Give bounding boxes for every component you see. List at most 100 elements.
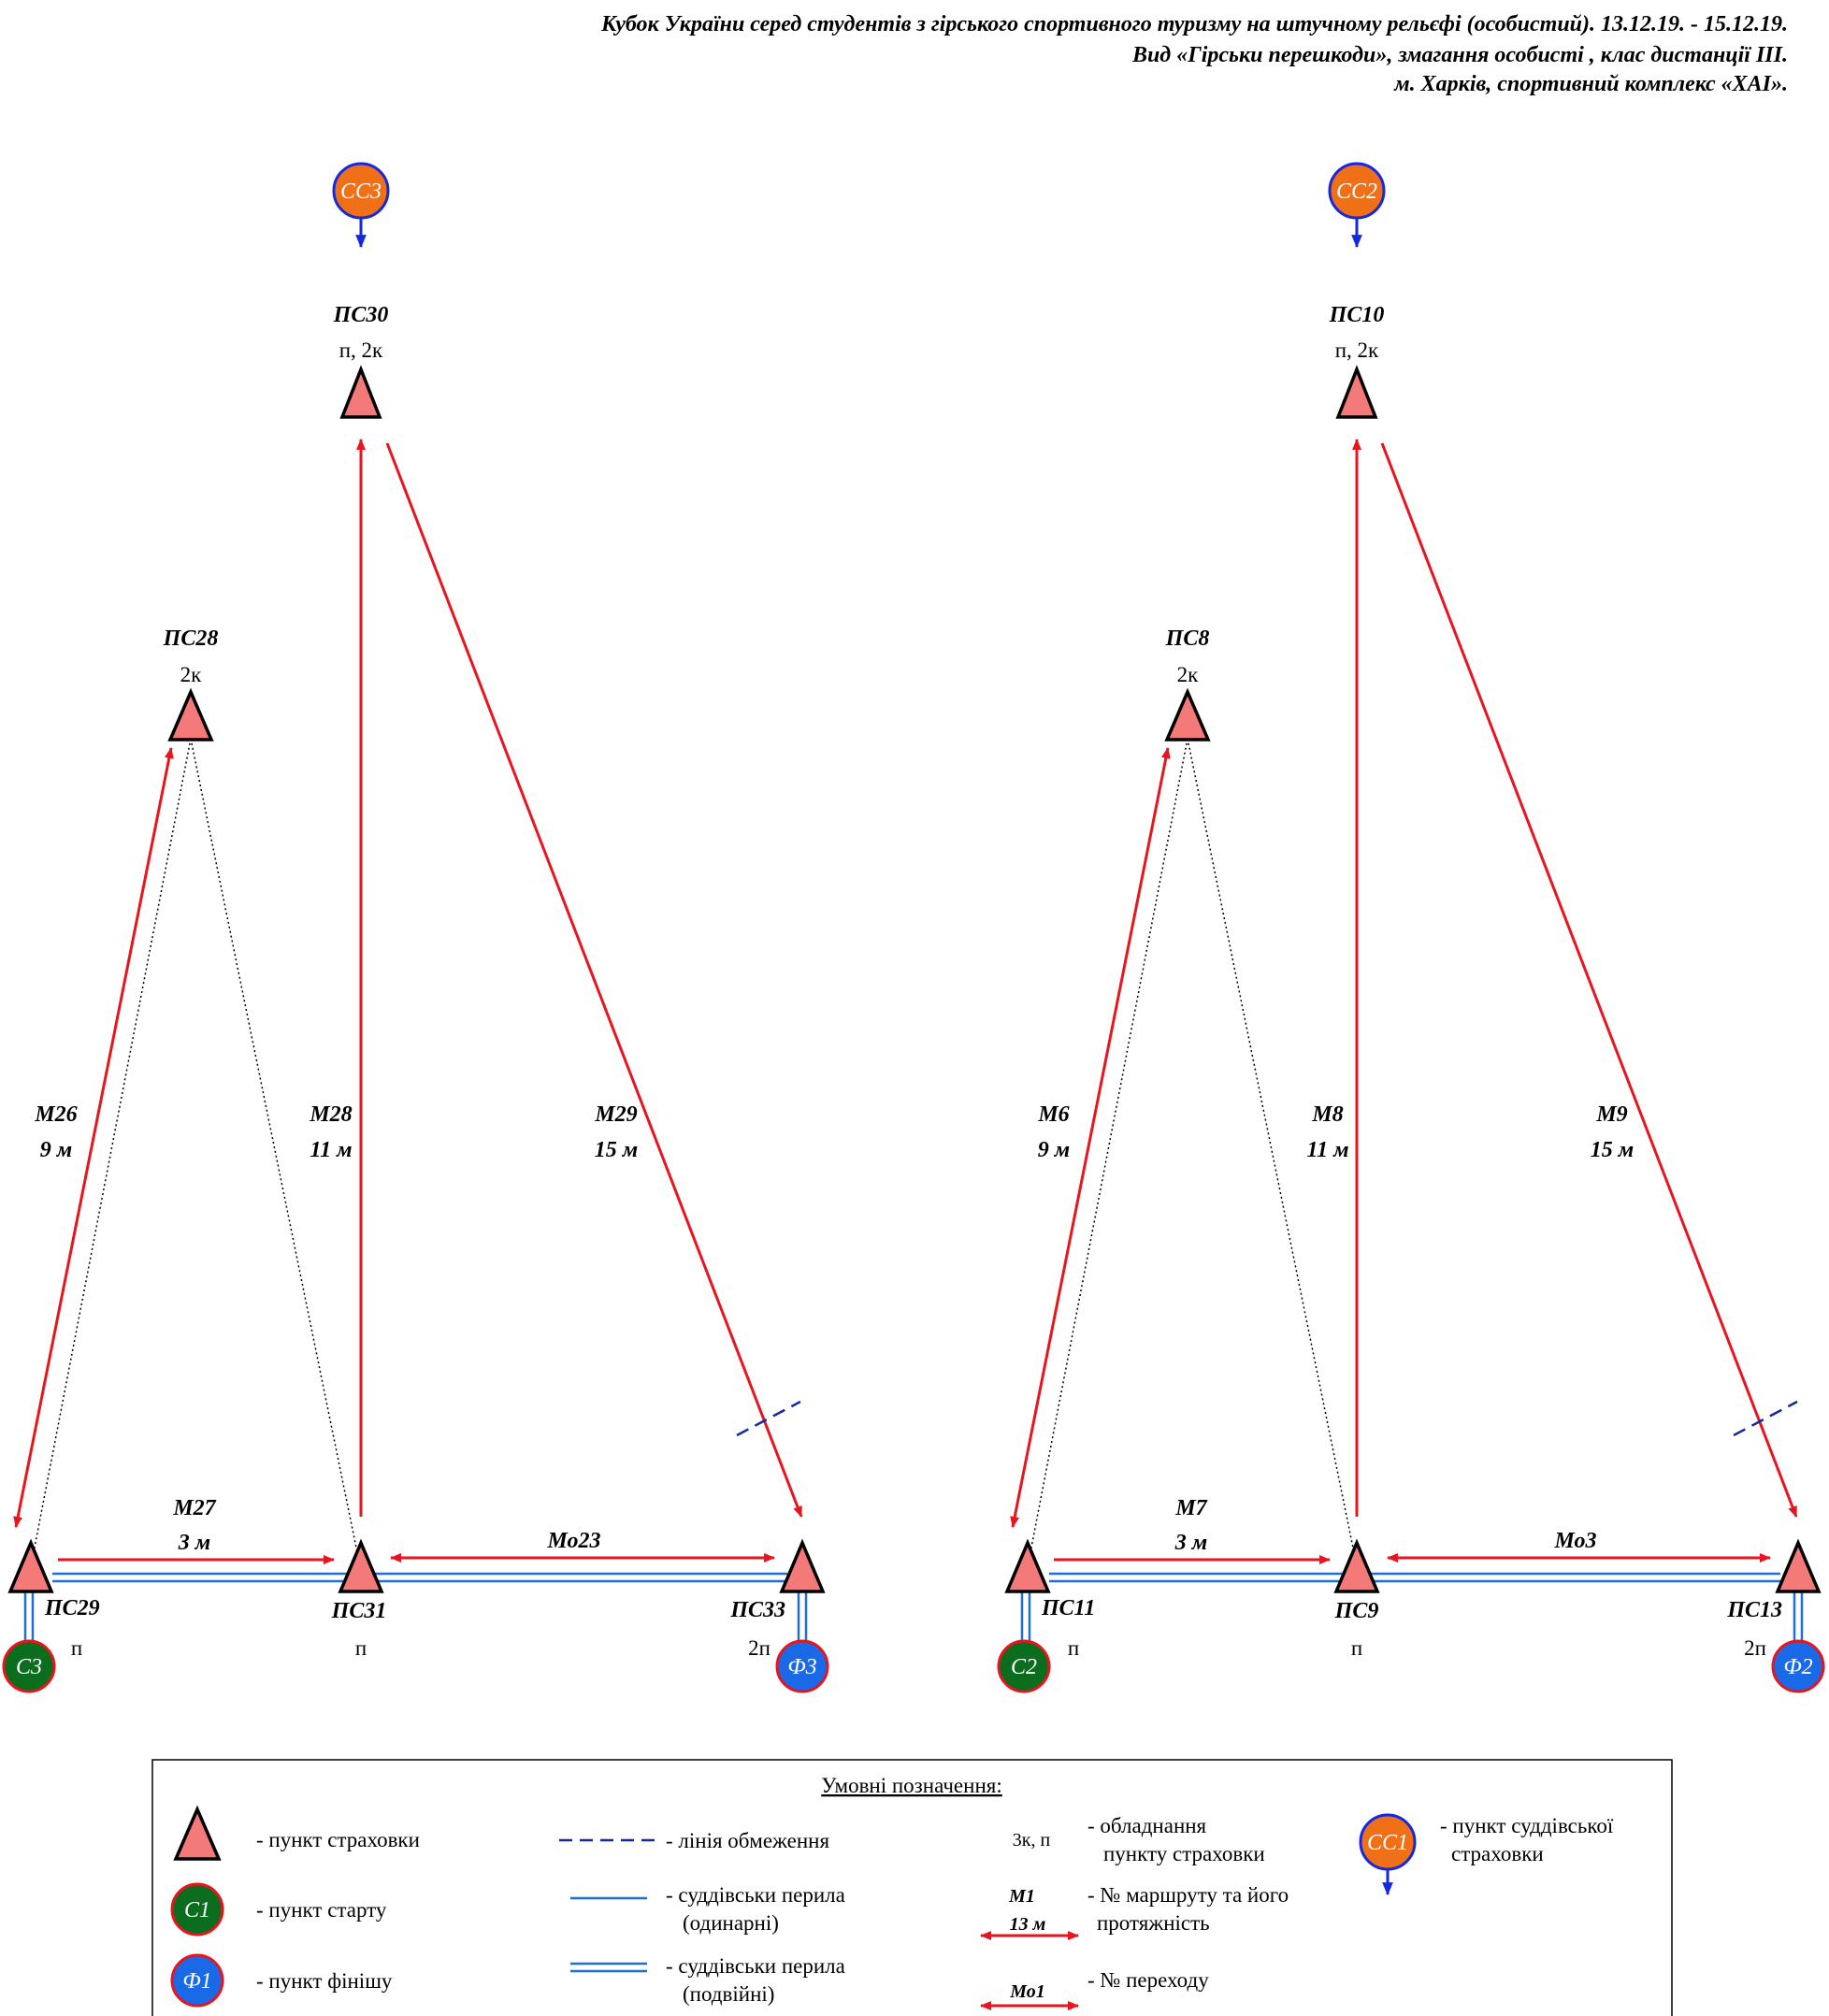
legend-judge-icon xyxy=(1359,1813,1417,1871)
header-line-1: Кубок України серед студентів з гірськог… xyxy=(600,12,1788,36)
double-rail xyxy=(23,1572,808,1644)
legend-start-text: - пункт старту xyxy=(256,1898,387,1922)
legend-route-text-2: протяжність xyxy=(1097,1911,1210,1935)
route-transfer-name: Мо23 xyxy=(547,1529,601,1553)
legend-equip-text-2: пункту страховки xyxy=(1103,1842,1265,1865)
route-vertical-name: М28 xyxy=(309,1102,352,1127)
judge-label: СС2 xyxy=(1336,180,1377,204)
header-line-2: Вид «Гірськи перешкоди», змагання особис… xyxy=(1131,43,1788,67)
finish-label: Ф2 xyxy=(1783,1655,1812,1679)
legend-finish-text: - пункт фінішу xyxy=(256,1969,393,1993)
belay-point-mid xyxy=(167,687,214,742)
start-label: С3 xyxy=(16,1655,42,1679)
legend-title: Умовні позначення: xyxy=(821,1774,1001,1797)
legend-start-icon-label: С1 xyxy=(184,1898,210,1922)
legend-start-icon xyxy=(170,1882,224,1937)
route-up-left-name: М6 xyxy=(1037,1102,1069,1127)
belay-point-right xyxy=(1775,1538,1822,1593)
belay-point-center xyxy=(338,1538,384,1593)
belay-point-left xyxy=(1004,1538,1051,1593)
belay-point-center xyxy=(1333,1538,1380,1593)
top-point-name: ПС30 xyxy=(333,303,389,327)
limit-line xyxy=(1733,1400,1798,1437)
mid-point-equip: 2к xyxy=(180,663,203,686)
mid-point-name: ПС28 xyxy=(163,626,219,651)
route-vertical-length: 11 м xyxy=(1306,1138,1348,1162)
right-point-name: ПС33 xyxy=(729,1598,785,1622)
route-up-left xyxy=(1010,747,1171,1528)
guide-line xyxy=(190,738,359,1558)
route-up-left xyxy=(13,747,174,1528)
route-transfer-name: Мо3 xyxy=(1554,1529,1597,1553)
start-point: С2 xyxy=(997,1639,1051,1693)
legend-equip-text-1: - обладнання xyxy=(1087,1814,1207,1837)
route-bottom-length: 3 м xyxy=(178,1531,210,1555)
double-rail xyxy=(1020,1572,1804,1644)
right-point-equip: 2п xyxy=(748,1636,770,1660)
belay-point-top xyxy=(1335,365,1378,419)
right-point-equip: 2п xyxy=(1744,1636,1766,1660)
route-diagonal xyxy=(1380,442,1798,1518)
header: Кубок України серед студентів з гірськог… xyxy=(600,12,1788,96)
legend-transfer-text: - № переходу xyxy=(1087,1968,1209,1992)
route-bottom-name: М7 xyxy=(1174,1496,1207,1520)
legend-finish-icon xyxy=(170,1953,224,2008)
route-up-left-length: 9 м xyxy=(1038,1138,1070,1162)
finish-point: Ф2 xyxy=(1771,1639,1825,1693)
legend-judge-icon-label: СС1 xyxy=(1367,1831,1408,1855)
left-point-equip: п xyxy=(71,1636,82,1660)
left-point-equip: п xyxy=(1068,1636,1079,1660)
center-point-name: ПС31 xyxy=(331,1599,387,1623)
legend-single-rail-text-2: (одинарні) xyxy=(683,1911,779,1935)
route-up-left-name: М26 xyxy=(34,1102,77,1127)
legend-finish-icon-label: Ф1 xyxy=(182,1969,211,1994)
top-point-name: ПС10 xyxy=(1329,303,1385,327)
route-diagonal-name: М29 xyxy=(594,1102,637,1127)
route-diagonal xyxy=(385,442,803,1518)
right-point-name: ПС13 xyxy=(1726,1598,1782,1622)
route-up-left-length: 9 м xyxy=(40,1138,72,1162)
route-diagonal-length: 15 м xyxy=(1591,1138,1634,1162)
mid-point-name: ПС8 xyxy=(1165,626,1210,651)
belay-point-top xyxy=(339,365,382,419)
center-point-equip: п xyxy=(1351,1636,1362,1660)
legend-route-sample-length: 13 м xyxy=(1010,1914,1046,1935)
route-diagonal-length: 15 м xyxy=(595,1138,638,1162)
belay-point-left xyxy=(7,1538,54,1593)
finish-point: Ф3 xyxy=(775,1639,829,1693)
legend-double-rail-text-1: - суддівськи перила xyxy=(666,1954,845,1978)
center-point-equip: п xyxy=(355,1636,367,1660)
center-point-name: ПС9 xyxy=(1334,1599,1379,1623)
header-line-3: м. Харків, спортивний комплекс «ХАІ». xyxy=(1393,72,1788,96)
judge-label: СС3 xyxy=(340,180,382,204)
start-label: С2 xyxy=(1011,1655,1037,1679)
legend-equip-sample: 3к, п xyxy=(1013,1830,1051,1850)
legend-belay-icon xyxy=(173,1805,222,1861)
left-point-name: ПС11 xyxy=(1041,1596,1095,1620)
finish-label: Ф3 xyxy=(787,1655,816,1679)
legend-double-rail-text-2: (подвійні) xyxy=(683,1982,774,2006)
legend-single-rail-text-1: - суддівськи перила xyxy=(666,1883,845,1907)
top-point-equip: п, 2к xyxy=(339,338,383,362)
belay-point-mid xyxy=(1164,687,1211,742)
legend-route-sample-name: М1 xyxy=(1008,1886,1035,1907)
distance-1: СС3 С3 xyxy=(2,162,829,1693)
route-bottom-name: М27 xyxy=(172,1496,216,1520)
judge-belay-point: СС2 xyxy=(1328,162,1386,249)
legend-transfer-sample: Мо1 xyxy=(1009,1981,1045,2002)
distance-2: СС2 С2 Ф2 ПС10 п, xyxy=(997,162,1825,1693)
legend: Умовні позначення: - пункт страховки С1 … xyxy=(151,1759,1673,2016)
left-point-name: ПС29 xyxy=(44,1596,100,1620)
mid-point-equip: 2к xyxy=(1177,663,1200,686)
judge-belay-point: СС3 xyxy=(332,162,390,249)
route-diagonal-name: М9 xyxy=(1595,1102,1627,1127)
route-vertical-name: М8 xyxy=(1311,1102,1343,1127)
guide-line xyxy=(1187,738,1356,1558)
legend-limit-line-text: - лінія обмеження xyxy=(666,1829,829,1852)
legend-belay-text: - пункт страховки xyxy=(256,1828,420,1851)
route-vertical-length: 11 м xyxy=(310,1138,352,1162)
legend-route-text-1: - № маршруту та його xyxy=(1087,1883,1289,1907)
start-point: С3 xyxy=(2,1639,56,1693)
legend-frame xyxy=(151,1759,1673,2016)
